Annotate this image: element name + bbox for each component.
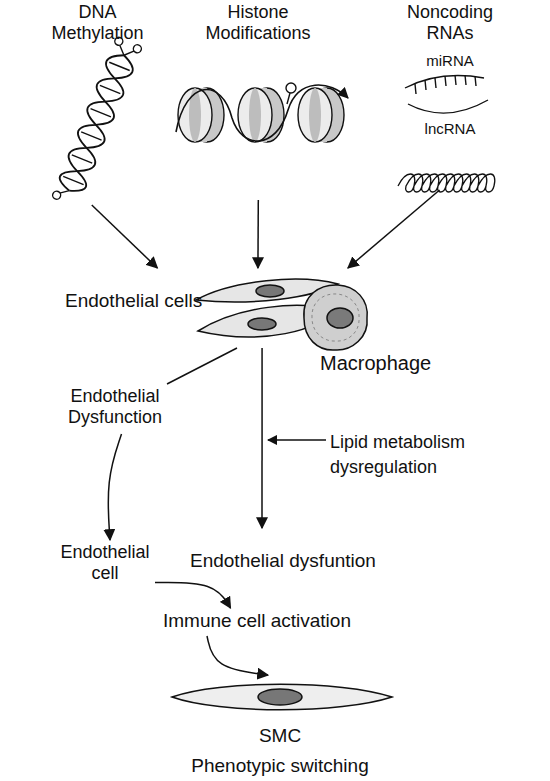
node-text: Phenotypic switching xyxy=(160,755,400,777)
immune-activation-node: Immune cell activation xyxy=(160,608,395,636)
lncrna-symbol xyxy=(398,174,495,192)
connector-line xyxy=(167,348,237,384)
endothelial-cells-node: Endothelial cells xyxy=(60,268,355,348)
noncoding-rna-node: Noncoding RNAs miRNA lncRNA xyxy=(385,0,515,190)
node-title: DNA Methylation xyxy=(40,2,155,43)
mirna-symbol xyxy=(405,75,488,113)
dna-helix xyxy=(51,36,142,208)
macrophage-node: Macrophage xyxy=(315,350,475,380)
connector-arrow xyxy=(261,348,263,528)
node-title: Histone Modifications xyxy=(193,2,323,43)
connector-arrow xyxy=(207,636,268,675)
node-title: Immune cell activation xyxy=(163,610,395,632)
connector-arrow xyxy=(108,434,121,540)
endothelial-dysfunction-node: Endothelial Dysfunction xyxy=(50,384,180,434)
connector-arrow xyxy=(257,200,259,268)
node-text: lncRNA xyxy=(385,120,515,137)
dna-methylation-node: DNA Methylation xyxy=(40,0,155,205)
connector-arrow xyxy=(348,190,440,268)
lipid-arrow xyxy=(268,439,326,441)
endothelial-dysfunction-node: Endothelial dysfuntion xyxy=(185,528,440,578)
connector-arrow xyxy=(155,582,231,608)
node-title: Endothelial cell xyxy=(55,542,155,583)
endothelial-cell-node: Endothelial cell xyxy=(55,540,155,590)
node-title: Noncoding RNAs xyxy=(385,2,515,43)
node-title: Endothelial dysfuntion xyxy=(190,550,440,572)
smc-node: SMC Phenotypic switching xyxy=(160,675,400,781)
node-text: miRNA xyxy=(385,52,515,69)
node-title: Endothelial Dysfunction xyxy=(50,386,180,427)
node-title: SMC xyxy=(160,725,400,747)
connector-arrow xyxy=(92,205,158,268)
node-title: Endothelial cells xyxy=(65,290,265,312)
node-title: Macrophage xyxy=(320,352,475,375)
nucleosome-illustration xyxy=(176,83,348,142)
smc-illustration xyxy=(172,684,392,710)
annotation-label: Lipid metabolism dysregulation xyxy=(330,430,495,480)
macrophage-illustration xyxy=(304,285,367,350)
histone-node: Histone Modifications xyxy=(175,0,345,200)
